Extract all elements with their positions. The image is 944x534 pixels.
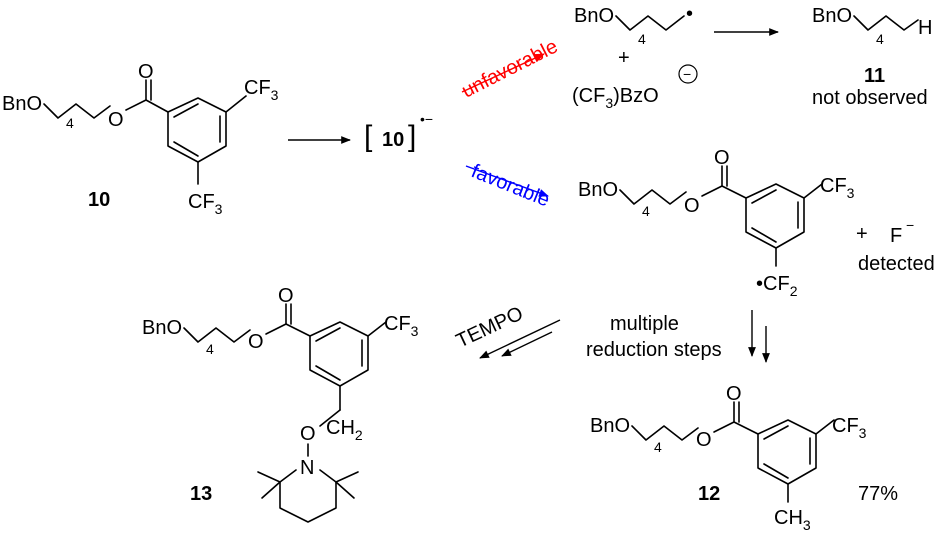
aminoxy-oxygen-label: O bbox=[300, 423, 316, 445]
alkyl-chain bbox=[615, 15, 685, 31]
carbonyl-oxygen-label: O bbox=[714, 147, 730, 169]
radical-anion-charge: •− bbox=[420, 111, 433, 127]
ring-double-bond bbox=[173, 141, 199, 157]
cf3-label-lower: CF3 bbox=[188, 191, 223, 217]
ring-double-bond bbox=[763, 425, 789, 440]
detected-label: detected bbox=[858, 253, 935, 275]
reduction-steps-label: reduction steps bbox=[586, 339, 722, 361]
fluoride-charge: − bbox=[906, 217, 914, 233]
compound-11-structure: BnO 4 H 11 not observed bbox=[812, 5, 932, 109]
cf3-label: CF3 bbox=[820, 175, 855, 201]
plus-sign: + bbox=[856, 223, 868, 245]
benzene-ring bbox=[167, 97, 227, 163]
compound-10-number: 10 bbox=[88, 189, 110, 211]
bno-label: BnO bbox=[2, 93, 42, 115]
compound-12-number: 12 bbox=[698, 483, 720, 505]
unfavorable-arrow bbox=[461, 53, 545, 93]
bracket-open: [ bbox=[364, 120, 373, 153]
ester-bond bbox=[701, 185, 747, 199]
ester-oxygen-label: O bbox=[684, 195, 700, 217]
methyl-bond bbox=[257, 471, 281, 483]
ring-double-bond bbox=[751, 227, 777, 243]
methyl-bond bbox=[335, 481, 355, 499]
radical-anion-10: [ 10 ] •− bbox=[364, 111, 433, 153]
chain-repeat-subscript: 4 bbox=[654, 439, 662, 455]
compound-10-structure: BnO 4 O O CF3 CF3 10 bbox=[2, 61, 279, 217]
chain-repeat-subscript: 4 bbox=[638, 31, 646, 47]
difluorobenzyl-radical: BnO 4 O O CF3 •CF2 + F − detected bbox=[578, 147, 935, 299]
cf3-bond bbox=[367, 321, 387, 337]
alkyl-chain bbox=[853, 15, 919, 31]
alkyl-chain bbox=[43, 103, 111, 119]
benzene-ring bbox=[745, 183, 805, 249]
not-observed-label: not observed bbox=[812, 87, 928, 109]
benzoate-anion: (CF3)BzO bbox=[572, 85, 659, 111]
ester-oxygen-label: O bbox=[696, 429, 712, 451]
ring-double-bond bbox=[751, 189, 777, 204]
benzene-ring bbox=[309, 321, 369, 387]
ch2-label: CH2 bbox=[326, 417, 363, 443]
cf2-radical-label: •CF2 bbox=[756, 273, 798, 299]
compound-12-structure: BnO 4 O O CF3 CH3 12 77% bbox=[590, 383, 898, 533]
bracket-close: ] bbox=[408, 120, 416, 153]
alkyl-chain bbox=[183, 327, 251, 343]
compound-13-structure: BnO 4 O O CF3 CH2 O N 13 bbox=[142, 285, 419, 523]
multiple-label: multiple bbox=[610, 313, 679, 335]
compound-13-number: 13 bbox=[190, 483, 212, 505]
compound-11-number: 11 bbox=[864, 65, 885, 87]
methyl-label: CH3 bbox=[774, 507, 811, 533]
favorable-arrow bbox=[465, 165, 549, 197]
tempo-arrow-2 bbox=[501, 331, 553, 357]
bno-label: BnO bbox=[142, 317, 182, 339]
cf3-bond bbox=[815, 419, 835, 435]
ester-oxygen-label: O bbox=[248, 331, 264, 353]
ester-bond bbox=[713, 421, 759, 435]
anion-charge-sign: − bbox=[683, 66, 691, 82]
ring-double-bond bbox=[173, 103, 199, 118]
cf3-bond bbox=[803, 183, 823, 199]
tempo-label: TEMPO bbox=[453, 303, 527, 353]
alkyl-radical: BnO 4 • + (CF3)BzO − bbox=[572, 3, 698, 111]
ester-bond bbox=[265, 323, 311, 337]
ring-double-bond bbox=[763, 463, 789, 479]
carbonyl-oxygen-label: O bbox=[726, 383, 742, 405]
ester-bond bbox=[125, 99, 169, 113]
fluoride-label: F bbox=[890, 225, 902, 247]
plus-sign: + bbox=[618, 47, 630, 69]
carbonyl-oxygen-label: O bbox=[278, 285, 294, 307]
favorable-label: favorable bbox=[468, 160, 553, 211]
tempo-arrow-1 bbox=[479, 319, 561, 359]
bno-label: BnO bbox=[578, 179, 618, 201]
bno-label: BnO bbox=[812, 5, 852, 27]
carbonyl-oxygen-label: O bbox=[138, 61, 154, 83]
cf3-label: CF3 bbox=[384, 313, 419, 339]
alkyl-chain bbox=[631, 425, 699, 441]
chain-repeat-subscript: 4 bbox=[876, 31, 884, 47]
anion-charge-circle bbox=[678, 64, 698, 84]
cf3-label: CF3 bbox=[244, 77, 279, 103]
chain-repeat-subscript: 4 bbox=[66, 115, 74, 131]
benzene-ring bbox=[757, 419, 817, 485]
alkyl-chain bbox=[619, 189, 687, 205]
cf3-bond bbox=[225, 95, 247, 113]
ring-double-bond bbox=[315, 365, 341, 381]
chain-repeat-subscript: 4 bbox=[642, 203, 650, 219]
methyl-bond bbox=[261, 481, 281, 499]
radical-dot: • bbox=[686, 3, 693, 25]
piperidine-nitrogen-label: N bbox=[300, 457, 314, 479]
yield-12-label: 77% bbox=[858, 483, 898, 505]
chain-repeat-subscript: 4 bbox=[206, 341, 214, 357]
bno-label: BnO bbox=[574, 5, 614, 27]
unfavorable-label: unfavorable bbox=[458, 35, 561, 102]
bno-label: BnO bbox=[590, 415, 630, 437]
ring-double-bond bbox=[315, 327, 341, 342]
methyl-bond bbox=[335, 471, 359, 483]
ester-oxygen-label: O bbox=[108, 109, 124, 131]
ch2-o-bond bbox=[319, 409, 341, 427]
radical-anion-number: 10 bbox=[382, 129, 404, 151]
hydrogen-label: H bbox=[918, 17, 932, 39]
cf3-label: CF3 bbox=[832, 415, 867, 441]
